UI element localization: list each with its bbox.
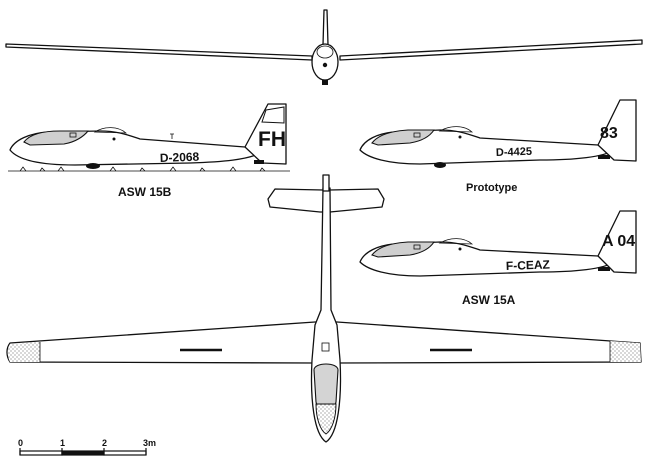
plan-view-wingtip-right — [610, 341, 641, 362]
plan-view-fin-tip — [322, 174, 330, 192]
plan-view-wingtip-left — [7, 342, 40, 362]
front-view-fin — [322, 9, 329, 46]
front-view — [5, 9, 643, 85]
prototype-fin — [597, 99, 637, 162]
plan-view-canopy — [313, 363, 339, 411]
side-view-asw15a: A 04 F-CEAZ ASW 15A — [359, 210, 637, 307]
prototype-fin-code: 83 — [600, 125, 618, 142]
prototype-registration: D-4425 — [496, 146, 532, 159]
front-view-nose — [322, 62, 328, 68]
asw15a-registration: F-CEAZ — [506, 257, 550, 273]
scale-tick-0: 0 — [18, 438, 23, 448]
scale-tick-1: 1 — [60, 438, 65, 448]
asw15a-fin-code: A 04 — [602, 233, 635, 250]
plan-view-hatch — [321, 342, 330, 352]
asw15a-label: ASW 15A — [462, 293, 516, 307]
asw15b-canopy — [23, 130, 90, 146]
prototype-label: Prototype — [466, 182, 517, 194]
front-view-canopy — [316, 45, 334, 59]
asw15a-canopy — [371, 241, 436, 258]
scale-tick-2: 2 — [102, 438, 107, 448]
side-view-asw15b: FH D-2068 ASW 15B — [8, 103, 290, 199]
asw15b-registration: D-2068 — [160, 150, 200, 165]
asw15a-fin — [597, 210, 637, 274]
front-view-fuselage — [311, 43, 339, 81]
side-view-prototype: 83 D-4425 Prototype — [359, 99, 637, 194]
asw15b-wheel — [86, 163, 100, 169]
prototype-wheel — [434, 162, 446, 168]
prototype-canopy — [371, 129, 436, 146]
front-view-wheel — [322, 80, 328, 85]
asw15b-ground — [8, 166, 290, 172]
scale-tick-3: 3m — [143, 438, 156, 448]
scale-bar: 0 1 2 3m — [18, 438, 156, 456]
asw15b-fin-code: FH — [258, 128, 286, 151]
plan-view-nose-section — [315, 403, 337, 435]
plan-view — [6, 174, 642, 443]
asw15b-label: ASW 15B — [118, 185, 172, 199]
